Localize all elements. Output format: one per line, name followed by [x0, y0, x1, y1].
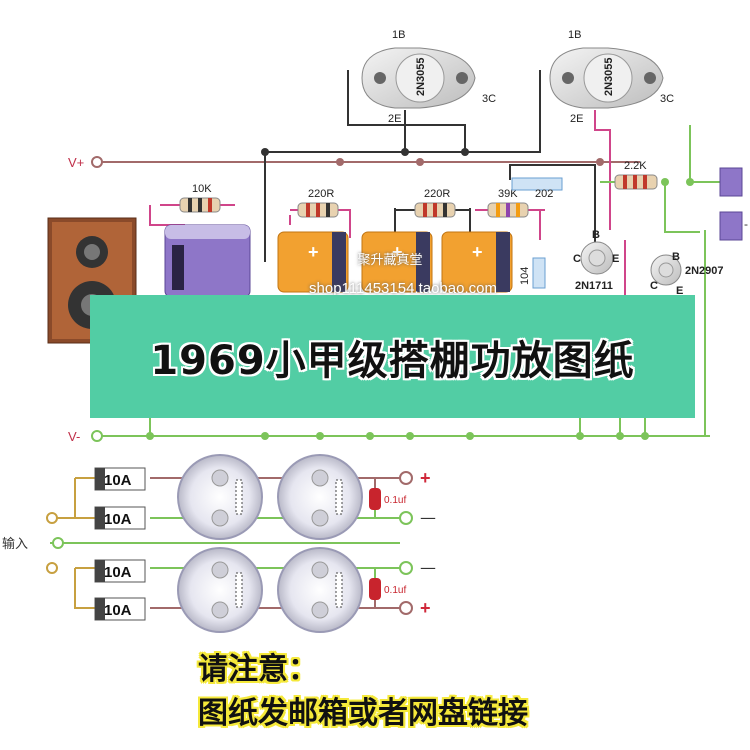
svg-text:220R: 220R — [308, 188, 334, 200]
svg-text:3C: 3C — [660, 93, 674, 105]
svg-text:10A: 10A — [104, 564, 132, 581]
svg-text:0.1uf: 0.1uf — [384, 585, 406, 596]
svg-text:104: 104 — [519, 267, 531, 285]
resistor-10k: 10K — [160, 183, 235, 213]
resistor-2-2k: 2.2K — [614, 160, 658, 190]
electrolytic-caps: + + + — [277, 231, 513, 293]
svg-text:E: E — [612, 253, 619, 265]
svg-text:202: 202 — [535, 188, 553, 200]
svg-text:B: B — [592, 229, 600, 241]
svg-text:2.2K: 2.2K — [624, 160, 647, 172]
fuse-2: 10A — [94, 506, 146, 530]
store-watermark: 聚升藏真堂 — [357, 253, 423, 268]
resistor-220r-b: 220R — [395, 188, 470, 218]
svg-text:E: E — [676, 285, 683, 297]
svg-text:+: + — [392, 242, 403, 262]
svg-text:+: + — [420, 468, 431, 488]
film-cap-top: 0.1uf — [369, 488, 406, 510]
svg-text:0.1uf: 0.1uf — [384, 495, 406, 506]
svg-text:+: + — [308, 242, 319, 262]
svg-text:C: C — [650, 280, 658, 292]
svg-text:2E: 2E — [388, 113, 401, 125]
power-transistor-left: 2N3055 1B 3C 2E — [361, 29, 496, 125]
svg-text:10A: 10A — [104, 472, 132, 489]
svg-text:2N2907: 2N2907 — [685, 265, 724, 277]
notice-heading: 请注意： — [198, 652, 318, 687]
output-capacitor — [164, 224, 251, 298]
ceramic-cap-202: 202 — [511, 177, 563, 200]
svg-text:2E: 2E — [570, 113, 583, 125]
svg-text:10A: 10A — [104, 602, 132, 619]
svg-text:B: B — [672, 251, 680, 263]
v-plus-label: V+ — [68, 155, 84, 170]
v-minus-label: V- — [68, 429, 80, 444]
notice-text: 图纸发邮箱或者网盘链接 — [198, 696, 528, 731]
svg-text:-: - — [744, 217, 748, 231]
svg-text:C: C — [573, 253, 581, 265]
fuse-4: 10A — [94, 597, 146, 621]
resistor-220r-a: 220R — [290, 188, 345, 218]
v-minus-terminal — [91, 430, 103, 442]
v-plus-terminal — [91, 156, 103, 168]
driver-transistor-npn: B C E 2N1711 — [573, 229, 619, 292]
svg-text:2N3055: 2N3055 — [603, 57, 615, 96]
notice-block: 请注意： 图纸发邮箱或者网盘链接 — [198, 650, 618, 734]
svg-text:3C: 3C — [482, 93, 496, 105]
output-connectors: - — [719, 167, 748, 241]
ceramic-cap-104: 104 — [519, 257, 546, 289]
driver-transistor-pnp: B C E 2N2907 — [650, 251, 724, 297]
svg-text:1B: 1B — [568, 29, 581, 41]
filter-capacitors — [177, 454, 363, 633]
svg-text:+: + — [472, 242, 483, 262]
svg-text:39K: 39K — [498, 188, 518, 200]
title-banner: 1969小甲级搭棚功放图纸 — [90, 295, 695, 418]
svg-text:220R: 220R — [424, 188, 450, 200]
fuse-1: 10A — [94, 467, 146, 491]
page-title: 1969小甲级搭棚功放图纸 — [150, 337, 635, 384]
svg-text:—: — — [420, 508, 436, 527]
svg-text:10K: 10K — [192, 183, 212, 195]
svg-text:—: — — [420, 558, 436, 577]
svg-text:输入: 输入 — [2, 536, 28, 552]
svg-text:2N3055: 2N3055 — [415, 57, 427, 96]
svg-text:2N1711: 2N1711 — [575, 280, 613, 292]
shop-url-watermark: shop111453154.taobao.com — [309, 280, 497, 297]
film-cap-bottom: 0.1uf — [369, 578, 406, 600]
psu-terminals: + — — + 输入 — [2, 468, 436, 618]
svg-text:1B: 1B — [392, 29, 405, 41]
svg-text:10A: 10A — [104, 511, 132, 528]
svg-text:+: + — [420, 598, 431, 618]
fuse-3: 10A — [94, 559, 146, 583]
junction-dots — [146, 178, 694, 440]
power-transistor-right: 2N3055 1B 3C 2E — [549, 29, 674, 125]
resistor-39k: 39K — [475, 188, 545, 218]
